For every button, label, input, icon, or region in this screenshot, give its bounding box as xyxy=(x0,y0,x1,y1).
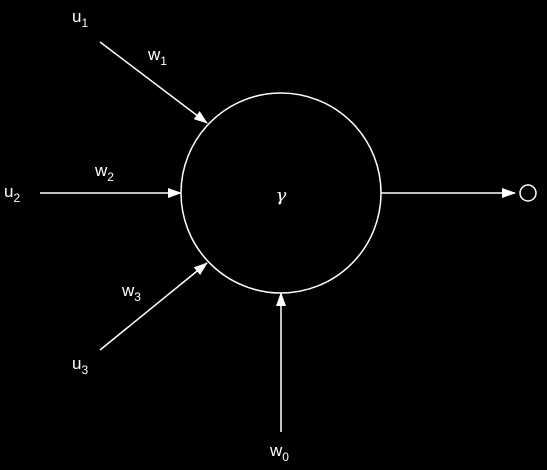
edge-u1 xyxy=(99,41,208,124)
weight-w3-label: w3 xyxy=(121,281,141,304)
output-terminal xyxy=(519,184,537,202)
input-u3-label: u3 xyxy=(72,354,88,377)
weight-w1-label: w1 xyxy=(147,45,167,68)
weight-w2-label: w2 xyxy=(94,161,114,184)
edge-u3 xyxy=(99,262,208,351)
weight-w0-label: w0 xyxy=(269,441,289,464)
neuron-node xyxy=(180,92,382,294)
input-u1-label: u1 xyxy=(72,7,88,30)
input-u2-label: u2 xyxy=(4,182,20,205)
activation-label: γ xyxy=(276,185,287,206)
